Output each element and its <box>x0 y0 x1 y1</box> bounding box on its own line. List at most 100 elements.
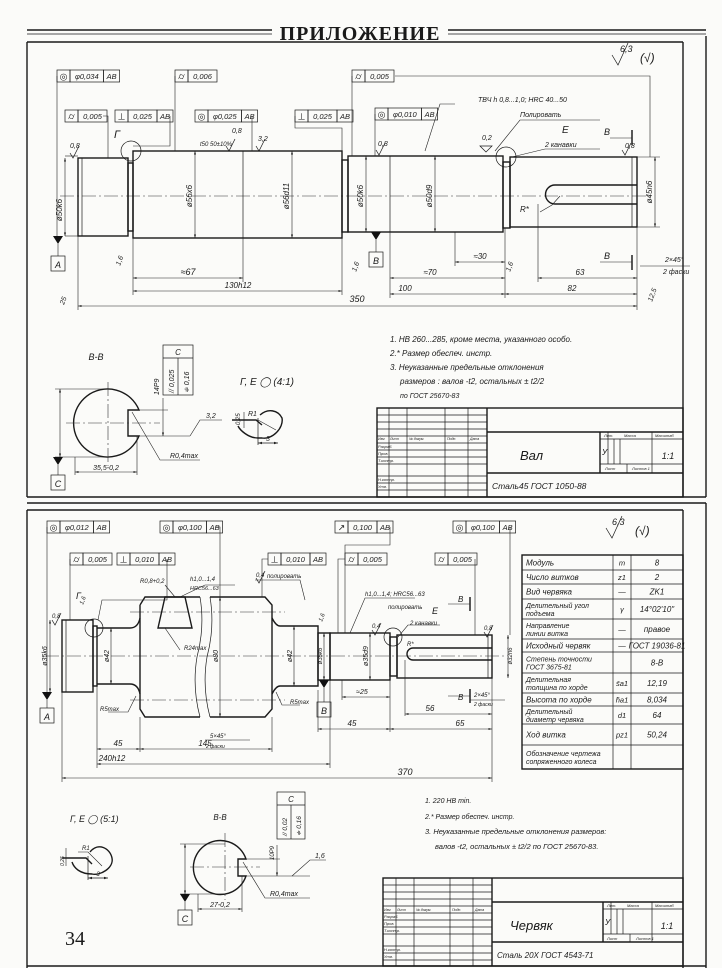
diameter-label: ø42 <box>104 650 111 662</box>
note: 1. HB 260...285, кроме места, указанного… <box>390 335 572 344</box>
tb-label: Масштаб <box>655 903 674 908</box>
tolerance-base: AB <box>106 72 117 81</box>
note: 3. Неуказанные предельные отклонения раз… <box>425 827 606 836</box>
tolerance-base: AB <box>96 523 107 532</box>
tooth-hardening: HRC56...63 <box>190 586 220 592</box>
tolerance-base: AB <box>424 110 435 119</box>
roughness-label: 1,6 <box>351 261 361 273</box>
datum-c: C <box>55 479 62 489</box>
polish-note: Полировать <box>520 112 562 119</box>
tolerance-base: AB <box>379 523 390 532</box>
datum-c: C <box>182 914 189 924</box>
dimension-label: 370 <box>397 767 412 777</box>
concentricity-icon: ◎ <box>378 110 386 120</box>
datum-b: B <box>321 706 327 716</box>
tb-label: Разраб. <box>384 914 398 919</box>
tolerance-value: 0,005 <box>83 112 103 121</box>
diameter-label: ø50k6 <box>356 184 365 207</box>
frame-parallel: // 0,025 <box>169 370 176 394</box>
section-width-dim: 27-0,2 <box>209 902 230 909</box>
roughness-label: 25 <box>59 296 69 307</box>
radius-label: R* <box>520 205 530 214</box>
datum-a: A <box>54 260 61 270</box>
tolerance-value: φ0,100 <box>471 523 495 532</box>
tb-label: Масса <box>627 903 640 908</box>
tb-label: Дата <box>474 908 484 912</box>
tolerance-base: AB <box>161 555 172 564</box>
diameter-label: ø56x6 <box>185 184 194 207</box>
tb-label: Пров. <box>384 921 395 926</box>
parameter-name: Число витков <box>526 573 579 582</box>
tb-label: Листов 1 <box>635 936 654 941</box>
part-name: Червяк <box>510 918 554 933</box>
grooves-note: 2 канавки <box>544 142 577 149</box>
polish-note: полировать <box>388 605 422 611</box>
dimension-label: 45 <box>348 719 357 728</box>
roughness-label: 1,6 <box>318 612 327 623</box>
parameter-name: Вид червяка <box>526 588 573 597</box>
section-radius: R0,4max <box>270 891 299 898</box>
dimension-label: 65 <box>456 719 465 728</box>
diameter-label: ø32n6 <box>508 647 514 665</box>
roughness-label: 1,6 <box>79 595 88 606</box>
tolerance-value: 0,010 <box>286 555 306 564</box>
grooves-note: 2 канавки <box>409 621 438 627</box>
perpendicularity-icon: ⊥ <box>298 112 306 122</box>
dimension-label: ≈30 <box>473 252 487 261</box>
parameter-symbol: pz1 <box>615 731 628 740</box>
tolerance-frame: ⌭0,005 <box>344 552 388 566</box>
title-block-1 <box>376 407 684 498</box>
parameter-name-cont: ГОСТ 3675-81 <box>526 665 572 672</box>
tb-label: Лист <box>604 466 616 471</box>
perpendicularity-icon: ⊥ <box>120 555 128 565</box>
tolerance-frame: ⌭0,005 <box>434 552 478 566</box>
tb-label: Утв. <box>384 954 393 959</box>
parameter-symbol: d1 <box>618 711 626 720</box>
other-roughness: (√) <box>640 51 655 65</box>
roughness-label: 1,6 <box>505 261 515 273</box>
diameter-label: ø45n6 <box>645 180 654 203</box>
tolerance-value: 0,005 <box>370 72 390 81</box>
detail-g-circle <box>120 140 142 162</box>
tb-label: Т.контр. <box>378 458 394 463</box>
tb-label: Дата <box>469 437 479 441</box>
parameter-symbol: — <box>617 642 626 651</box>
parameter-name: Исходный червяк <box>526 642 592 651</box>
parameter-name: Степень точности <box>526 657 592 664</box>
detail-title: Г, Е ◯ (5:1) <box>70 814 119 825</box>
frame-base: C <box>288 795 294 804</box>
chamfer-note: 5×45° <box>210 734 227 740</box>
tolerance-value: φ0,025 <box>213 112 237 121</box>
roughness-label: 0,8 <box>70 143 80 150</box>
polish-note: полировать <box>267 574 301 580</box>
hardening-note: h1,0...1,4; HRC56...63 <box>365 592 425 598</box>
section-radius: R0,4max <box>170 453 199 460</box>
runout-icon: ↗ <box>338 523 346 533</box>
tolerance-base: AB <box>244 112 255 121</box>
section-width-dim: 35,5-0,2 <box>93 465 119 472</box>
section-view-2 <box>62 791 326 926</box>
section-title: В-В <box>213 813 227 822</box>
parameter-name: Делительный <box>525 708 573 716</box>
part-letter: У <box>604 918 611 927</box>
roughness-label: 0,8 <box>484 626 493 632</box>
parameter-value: 8 <box>655 559 660 568</box>
cylindricity-icon: ⌭ <box>68 112 75 122</box>
parameter-name-cont: подъема <box>526 610 555 618</box>
tooth-radius: R0,8+0,2 <box>140 579 165 585</box>
dimension-label: 100 <box>398 284 412 293</box>
tolerance-value: 0,005 <box>363 555 383 564</box>
other-roughness: (√) <box>635 524 650 538</box>
tolerance-value: 0,025 <box>133 112 153 121</box>
root-radius: R24max <box>184 646 207 652</box>
